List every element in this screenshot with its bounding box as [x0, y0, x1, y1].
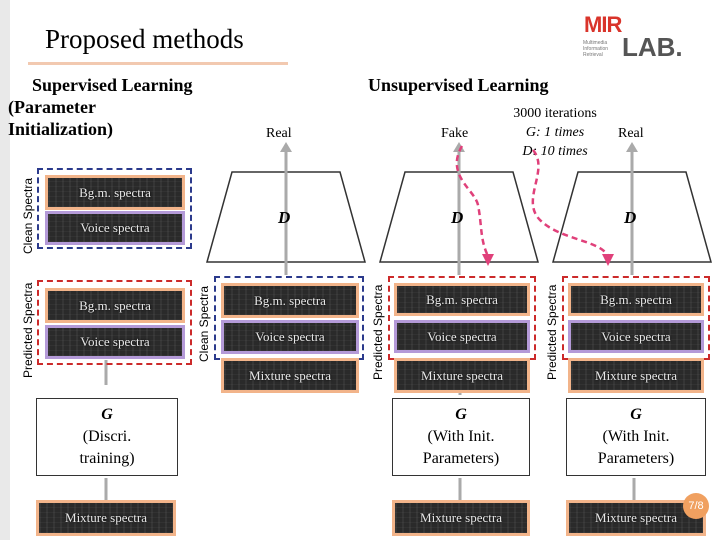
supervised-clean-voice: Voice spectra — [45, 211, 185, 245]
iterations-note: 3000 iterations G: 1 times D: 10 times — [513, 106, 597, 159]
supervised-predicted-label: Predicted Spectra — [21, 282, 35, 378]
logo-text-top: MIR — [584, 12, 622, 37]
slide-title: Proposed methods — [45, 24, 244, 54]
real-label-1: Real — [266, 126, 292, 141]
col3-bgm: Bg.m. spectra — [568, 283, 704, 316]
supervised-pred-voice: Voice spectra — [45, 325, 185, 359]
logo-text-bottom: LAB. — [622, 32, 683, 62]
supervised-heading: Supervised Learning (Parameter Initializ… — [8, 75, 193, 139]
supervised-predicted-group — [37, 280, 192, 365]
col1-bgm: Bg.m. spectra — [221, 283, 359, 318]
mirlab-logo: MIR LAB. Multimedia Information Retrieva… — [582, 12, 687, 62]
col2-mixture: Mixture spectra — [394, 358, 530, 393]
discriminator-label-2: D — [451, 208, 464, 227]
unsupervised-predicted-label-1: Predicted Spectra — [371, 284, 385, 380]
slide-number-badge: 7/8 — [683, 493, 709, 519]
col2-voice: Voice spectra — [394, 320, 530, 353]
unsupervised-mixture-input-1: Mixture spectra — [392, 500, 530, 536]
generator-discri-training: G (Discri. training) — [36, 398, 178, 476]
generator-init-params-2: G (With Init. Parameters) — [566, 398, 706, 476]
unsupervised-predicted-label-2: Predicted Spectra — [545, 284, 559, 380]
supervised-mixture-input: Mixture spectra — [36, 500, 176, 536]
discriminator-label-3: D — [624, 208, 637, 227]
generator-init-params-1: G (With Init. Parameters) — [392, 398, 530, 476]
supervised-pred-bgm: Bg.m. spectra — [45, 288, 185, 323]
slide-left-border — [0, 0, 10, 540]
title-underline — [28, 62, 288, 65]
col3-mixture: Mixture spectra — [568, 358, 704, 393]
logo-subtitle: Multimedia Information Retrieval — [583, 40, 609, 58]
col2-bgm: Bg.m. spectra — [394, 283, 530, 316]
real-label-2: Real — [618, 126, 644, 141]
discriminator-label-1: D — [278, 208, 291, 227]
supervised-clean-group — [37, 168, 192, 249]
supervised-clean-bgm: Bg.m. spectra — [45, 175, 185, 210]
pink-arrow-2 — [531, 149, 610, 257]
col1-voice: Voice spectra — [221, 320, 359, 354]
col3-voice: Voice spectra — [568, 320, 704, 353]
pink-arrow-1 — [455, 145, 490, 257]
supervised-clean-label: Clean Spectra — [21, 177, 35, 254]
col1-mixture: Mixture spectra — [221, 358, 359, 393]
unsupervised-clean-label: Clean Spectra — [197, 285, 211, 362]
unsupervised-mixture-input-2: Mixture spectra — [566, 500, 706, 536]
fake-label: Fake — [441, 126, 469, 141]
unsupervised-heading: Unsupervised Learning — [368, 75, 549, 95]
